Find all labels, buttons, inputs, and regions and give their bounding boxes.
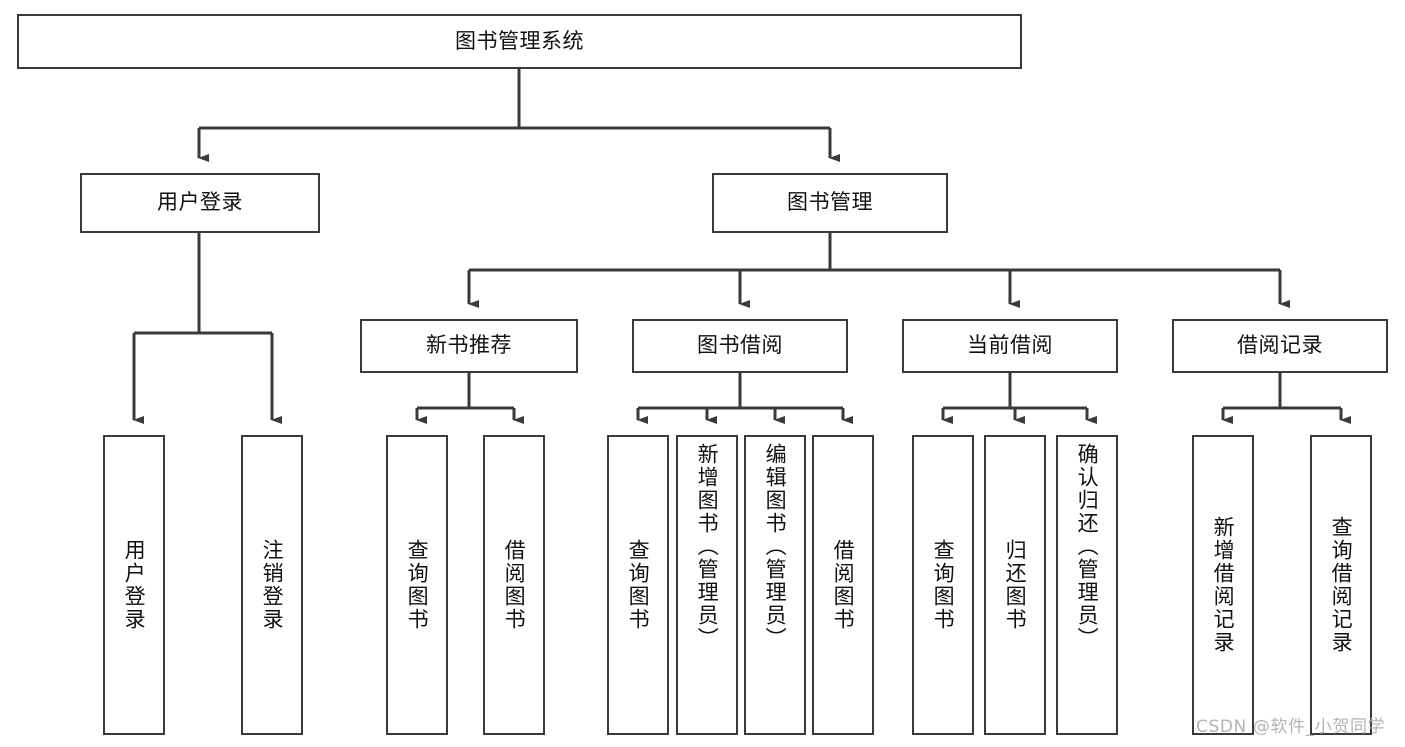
node-label: 归还图书 xyxy=(1003,539,1028,631)
node-leaf-query-book-current[interactable]: 查询图书 xyxy=(912,435,974,735)
node-new-book-recommend[interactable]: 新书推荐 xyxy=(360,319,578,373)
node-label: 编辑图书（管理员） xyxy=(763,443,788,650)
node-label: 查询图书 xyxy=(405,539,430,631)
node-label: 当前借阅 xyxy=(967,333,1053,358)
node-root-system[interactable]: 图书管理系统 xyxy=(17,14,1022,69)
node-leaf-query-book-borrow[interactable]: 查询图书 xyxy=(607,435,669,735)
node-label: 借阅图书 xyxy=(502,539,527,631)
node-leaf-add-borrow-record[interactable]: 新增借阅记录 xyxy=(1192,435,1254,735)
node-label: 注销登录 xyxy=(260,539,285,631)
node-label: 新增图书（管理员） xyxy=(695,443,720,650)
node-label: 新增借阅记录 xyxy=(1211,516,1236,654)
node-borrow-record[interactable]: 借阅记录 xyxy=(1172,319,1388,373)
csdn-watermark: CSDN @软件_小贺同学 xyxy=(1196,717,1386,737)
node-label: 借阅记录 xyxy=(1237,333,1323,358)
node-leaf-add-book-admin[interactable]: 新增图书（管理员） xyxy=(676,435,738,735)
node-current-borrow[interactable]: 当前借阅 xyxy=(902,319,1118,373)
node-label: 图书借阅 xyxy=(697,333,783,358)
node-label: 查询图书 xyxy=(931,539,956,631)
node-label: 确认归还（管理员） xyxy=(1075,443,1100,650)
node-leaf-return-book[interactable]: 归还图书 xyxy=(984,435,1046,735)
node-leaf-confirm-return-admin[interactable]: 确认归还（管理员） xyxy=(1056,435,1118,735)
node-leaf-query-borrow-record[interactable]: 查询借阅记录 xyxy=(1310,435,1372,735)
node-book-borrow[interactable]: 图书借阅 xyxy=(632,319,848,373)
node-leaf-user-logout[interactable]: 注销登录 xyxy=(241,435,303,735)
node-book-manage[interactable]: 图书管理 xyxy=(712,173,948,233)
node-label: 查询借阅记录 xyxy=(1329,516,1354,654)
node-leaf-borrow-book-recommend[interactable]: 借阅图书 xyxy=(483,435,545,735)
node-label: 查询图书 xyxy=(626,539,651,631)
node-leaf-query-book-recommend[interactable]: 查询图书 xyxy=(386,435,448,735)
node-label: 用户登录 xyxy=(122,539,147,631)
node-user-login[interactable]: 用户登录 xyxy=(80,173,320,233)
node-label: 借阅图书 xyxy=(831,539,856,631)
node-leaf-edit-book-admin[interactable]: 编辑图书（管理员） xyxy=(744,435,806,735)
node-label: 图书管理系统 xyxy=(455,28,584,53)
node-leaf-borrow-book[interactable]: 借阅图书 xyxy=(812,435,874,735)
node-label: 新书推荐 xyxy=(426,333,512,358)
node-label: 图书管理 xyxy=(787,190,873,215)
node-leaf-user-login[interactable]: 用户登录 xyxy=(103,435,165,735)
node-label: 用户登录 xyxy=(157,190,243,215)
